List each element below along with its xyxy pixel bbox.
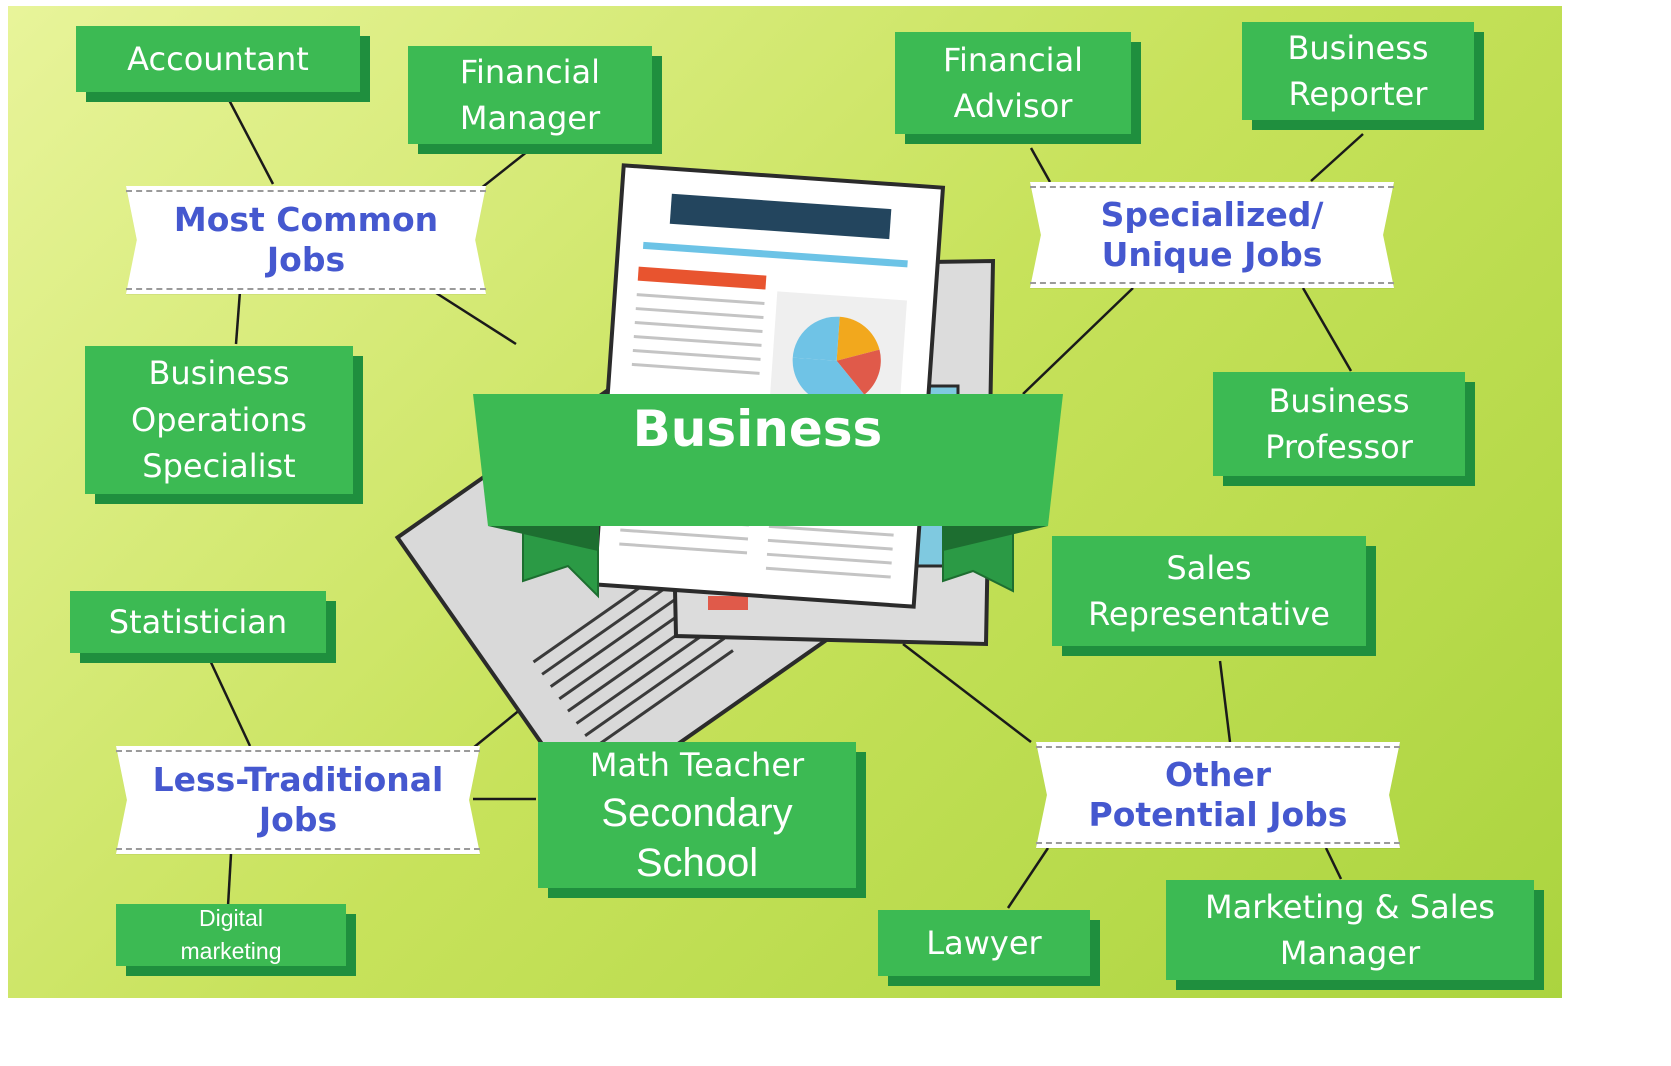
category-other-potential: Other Potential Jobs: [1036, 742, 1400, 848]
category-label: Most Common Jobs: [173, 199, 439, 279]
job-statistician: Statistician: [70, 591, 326, 653]
connector-operations: [234, 290, 242, 345]
category-specialized: Specialized/ Unique Jobs: [1030, 182, 1394, 288]
connector-other-center: [902, 643, 1032, 743]
connector-financial-manager: [479, 150, 529, 190]
category-label: Less-Traditional Jobs: [152, 759, 444, 839]
job-financial-advisor: Financial Advisor: [895, 32, 1131, 134]
job-lawyer: Lawyer: [878, 910, 1090, 976]
connector-accountant: [226, 97, 275, 185]
connector-digital-marketing: [226, 853, 233, 907]
category-label: Specialized/ Unique Jobs: [1100, 194, 1324, 274]
connector-business-reporter: [1310, 133, 1364, 182]
category-less-traditional: Less-Traditional Jobs: [116, 746, 480, 854]
job-business-reporter: Business Reporter: [1242, 22, 1474, 120]
job-financial-manager: Financial Manager: [408, 46, 652, 144]
job-business-professor: Business Professor: [1213, 372, 1465, 476]
job-digital-marketing: Digital marketing: [116, 904, 346, 966]
business-careers-diagram: Business Most Common Jobs Specialized/ U…: [8, 6, 1562, 998]
job-business-operations-specialist: Business Operations Specialist: [85, 346, 353, 494]
connector-specialized-center: [1022, 287, 1134, 395]
category-most-common: Most Common Jobs: [126, 186, 486, 294]
connector-statistician: [206, 655, 252, 747]
category-label: Other Potential Jobs: [1088, 754, 1348, 834]
job-math-teacher-note: Secondary School: [601, 791, 793, 886]
documents-illustration: [394, 163, 1063, 811]
job-math-teacher: Math Teacher Secondary School: [538, 742, 856, 888]
connector-business-professor: [1301, 287, 1353, 372]
connector-common-center: [432, 289, 517, 346]
connector-sales-rep: [1218, 660, 1232, 743]
job-sales-representative: Sales Representative: [1052, 536, 1366, 646]
connector-marketing-manager: [1324, 847, 1343, 880]
connector-lawyer: [1006, 847, 1050, 909]
center-title: Business: [632, 400, 883, 458]
job-marketing-sales-manager: Marketing & Sales Manager: [1166, 880, 1534, 980]
pie-chart-icon: [792, 316, 881, 405]
business-banner: [473, 394, 1063, 599]
job-math-teacher-title: Math Teacher: [589, 745, 805, 784]
job-accountant: Accountant: [76, 26, 360, 92]
connector-financial-advisor: [1029, 147, 1052, 183]
